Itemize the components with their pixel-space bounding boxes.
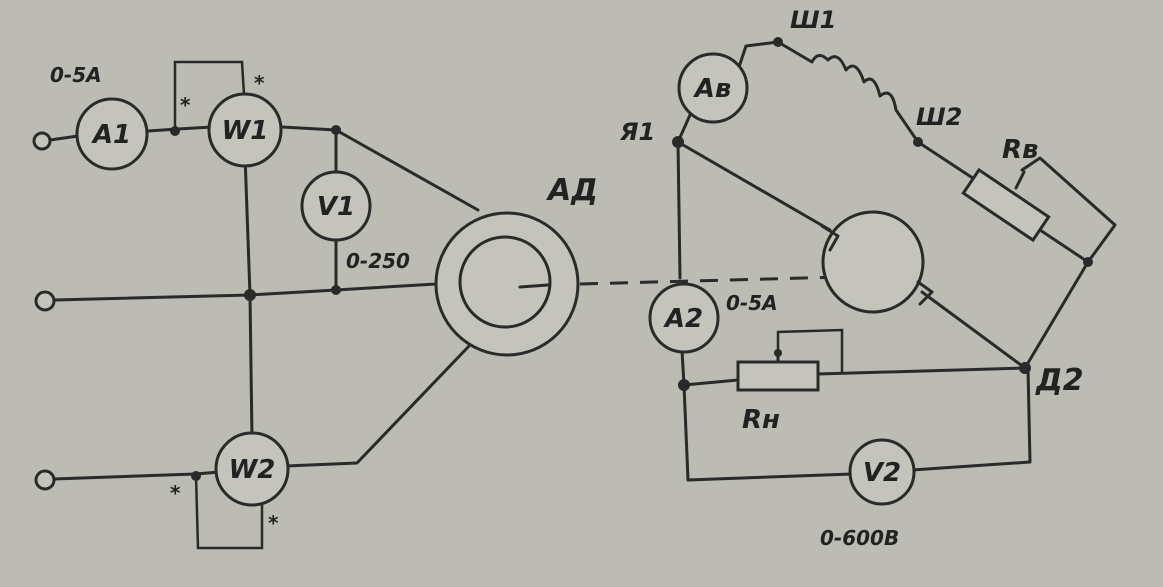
field-rheostat-rv xyxy=(961,167,1051,243)
ammeter-a1-range: 0-5A xyxy=(50,63,102,87)
terminal-2 xyxy=(34,290,56,312)
voltmeter-v2: V2 xyxy=(848,438,916,506)
load-rheostat-label: Rн xyxy=(742,405,780,435)
voltmeter-v2-range: 0-600В xyxy=(820,526,899,550)
w2-star-current: * xyxy=(170,481,181,505)
ammeter-a1: A1 xyxy=(75,97,149,171)
ammeter-av-label: Aв xyxy=(693,74,732,104)
motor-label: АД xyxy=(546,173,598,208)
dc-wiring xyxy=(676,40,1117,482)
ammeter-a2-label: A2 xyxy=(663,304,703,334)
ammeter-a1-label: A1 xyxy=(91,120,131,150)
induction-motor xyxy=(434,211,580,357)
voltmeter-v1-range: 0-250 xyxy=(346,249,410,273)
wattmeter-w1-label: W1 xyxy=(222,116,269,146)
w2-star-voltage: * xyxy=(268,511,279,535)
field-terminal-sh1: Ш1 xyxy=(790,6,836,34)
voltmeter-v2-label: V2 xyxy=(863,458,901,488)
field-rheostat-label: Rв xyxy=(1002,135,1038,165)
field-terminal-sh2: Ш2 xyxy=(916,103,962,131)
wattmeter-w1: W1 xyxy=(207,92,283,168)
wattmeter-w2-label: W2 xyxy=(229,455,276,485)
w1-star-current: * xyxy=(180,93,191,117)
ammeter-a2: A2 xyxy=(648,282,720,354)
armature-terminal-d2: Д2 xyxy=(1035,363,1084,398)
ammeter-av: Aв xyxy=(677,52,749,124)
wattmeter-w2: W2 xyxy=(214,431,290,507)
voltmeter-v1: V1 xyxy=(300,170,372,242)
w1-star-voltage: * xyxy=(254,71,265,95)
ammeter-a2-range: 0-5A xyxy=(726,291,778,315)
dc-generator-armature xyxy=(820,210,934,314)
voltmeter-v1-label: V1 xyxy=(317,192,355,222)
load-rheostat-rn xyxy=(736,351,820,392)
terminal-1 xyxy=(32,131,52,151)
armature-terminal-ya1: Я1 xyxy=(619,118,655,146)
terminal-3 xyxy=(34,469,56,491)
